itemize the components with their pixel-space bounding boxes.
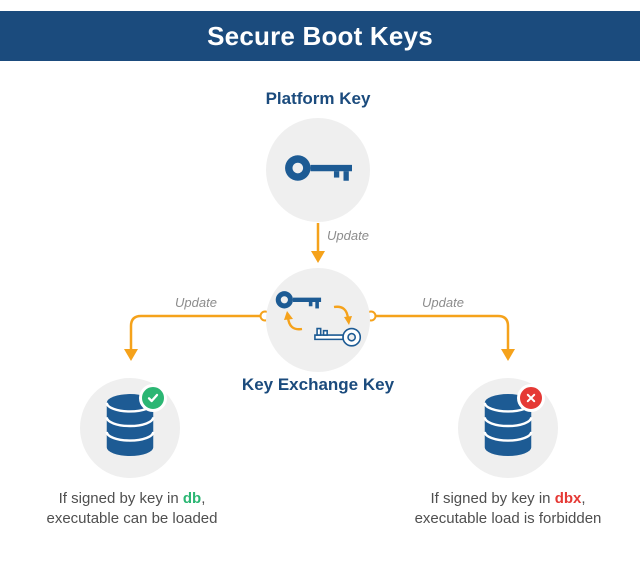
caption-allowed: If signed by key in db, executable can b… [12, 489, 252, 529]
update-label-left: Update [175, 295, 217, 310]
key-exchange-key-label: Key Exchange Key [241, 375, 395, 394]
key-exchange-key-node [266, 268, 370, 372]
dbx-keyword: dbx [554, 490, 582, 507]
update-arrow-right [365, 310, 515, 361]
platform-key-label: Platform Key [265, 89, 371, 108]
caption-allowed-line2: executable can be loaded [46, 510, 218, 527]
db-keyword: db [182, 490, 202, 507]
cross-badge [517, 384, 545, 412]
platform-key-node [266, 118, 370, 222]
database-icon [477, 390, 539, 467]
diagram-title: Secure Boot Keys [207, 21, 433, 51]
update-arrow-left [124, 310, 271, 361]
update-arrow-top [311, 223, 325, 263]
update-label-top: Update [327, 228, 369, 243]
key-icon [284, 152, 352, 189]
caption-forbidden-suffix: , [581, 490, 586, 507]
update-label-right: Update [422, 295, 464, 310]
caption-forbidden-line2: executable load is forbidden [414, 510, 602, 527]
caption-allowed-prefix: If signed by key in [58, 490, 183, 507]
exchange-arrows-icon [284, 305, 352, 330]
key-exchange-icon [274, 287, 362, 354]
cross-icon [526, 393, 536, 403]
caption-allowed-suffix: , [201, 490, 206, 507]
caption-forbidden-prefix: If signed by key in [430, 490, 555, 507]
db-node-allowed [80, 378, 180, 478]
check-icon [147, 393, 159, 403]
title-bar: Secure Boot Keys [0, 11, 640, 61]
check-badge [139, 384, 167, 412]
caption-forbidden: If signed by key in dbx, executable load… [388, 489, 628, 529]
